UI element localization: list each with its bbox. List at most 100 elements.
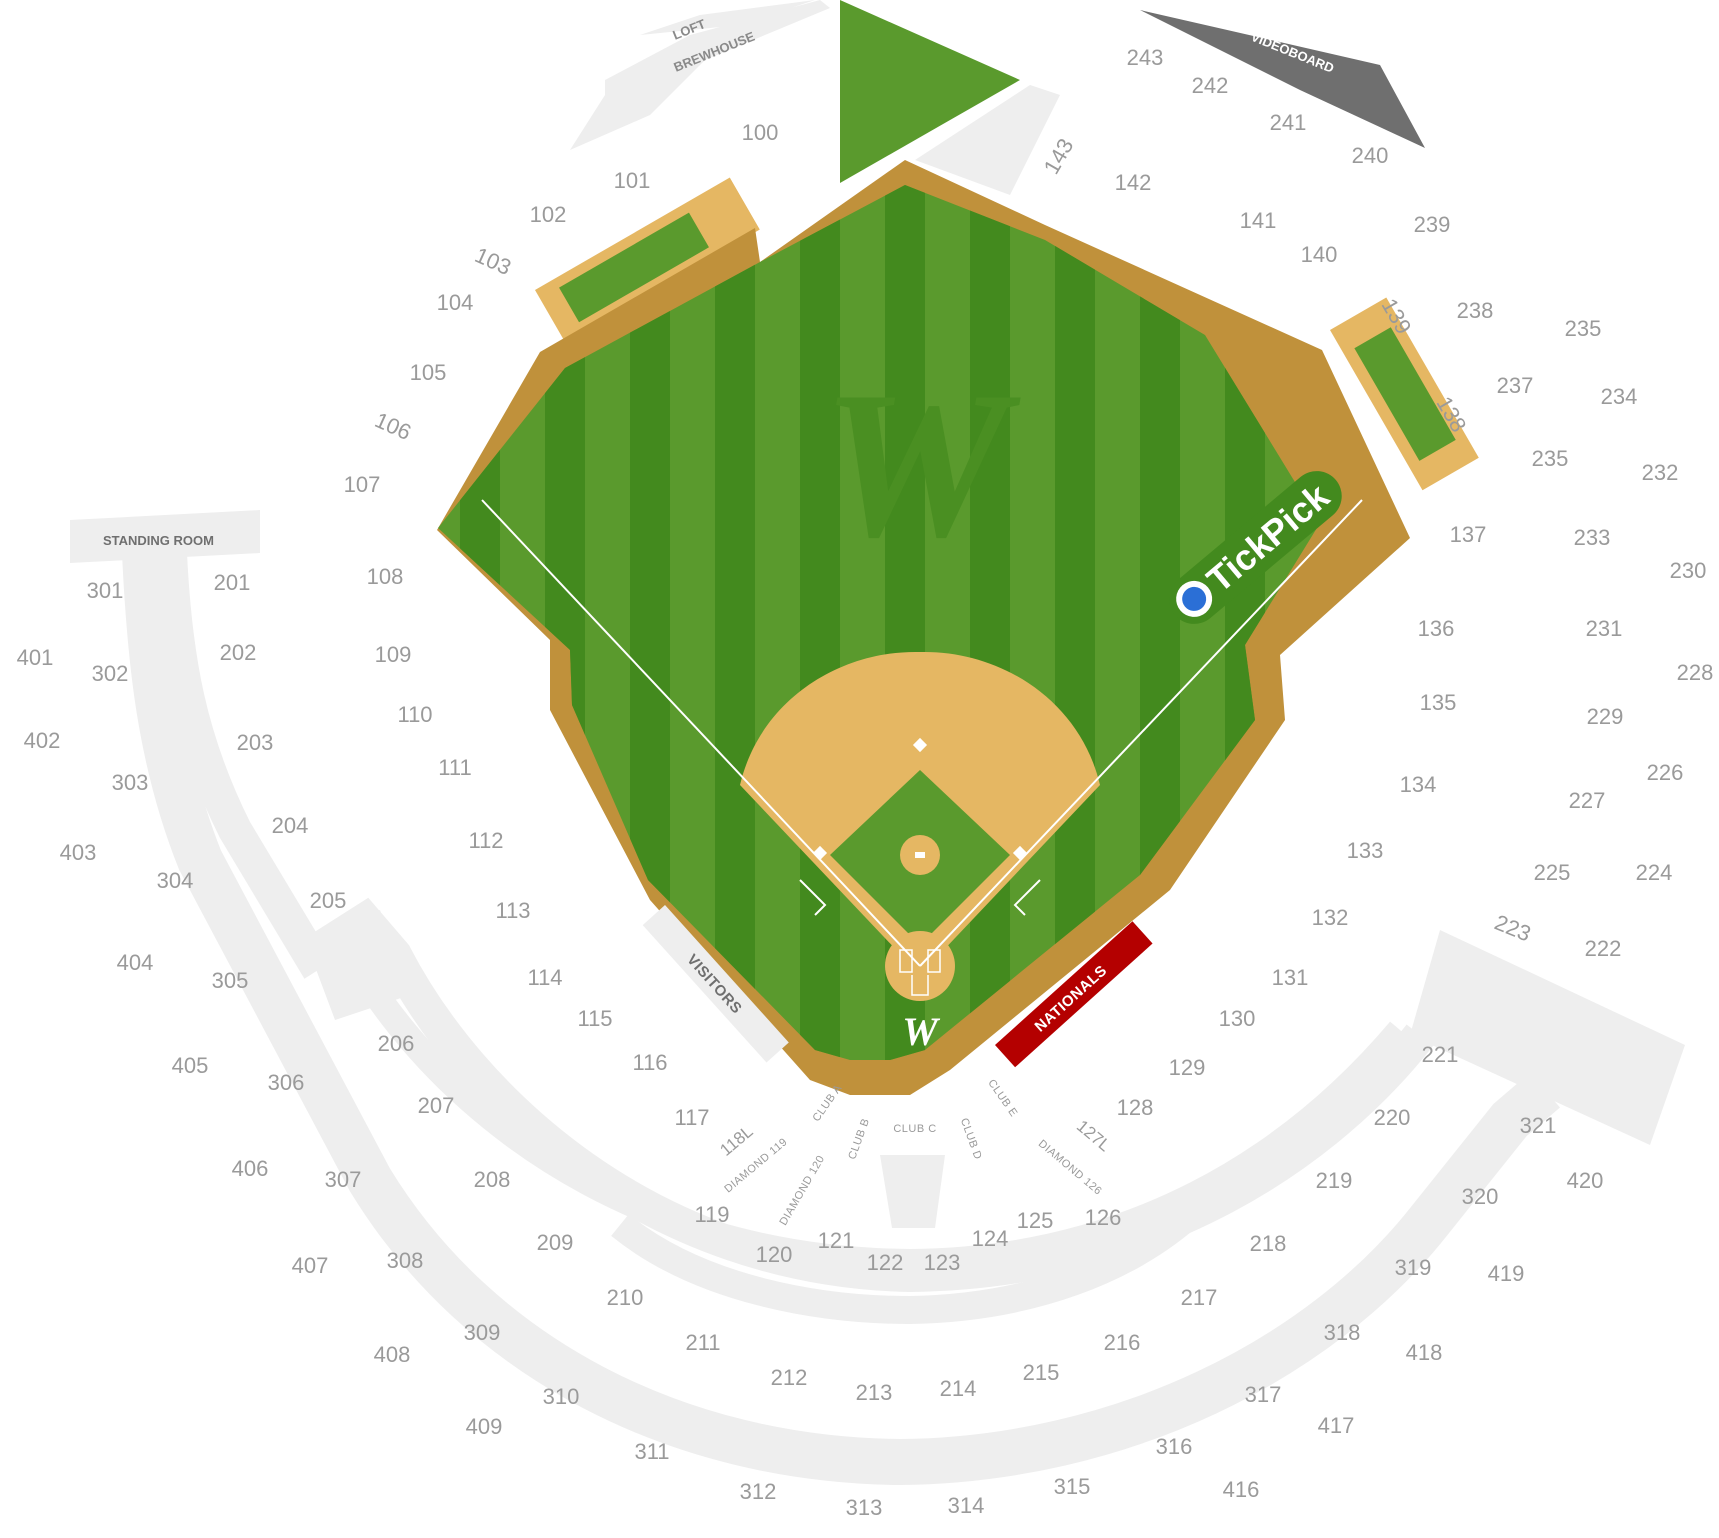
section-207[interactable]: 207 [418, 1093, 455, 1118]
section-227[interactable]: 227 [1569, 788, 1606, 813]
section-316[interactable]: 316 [1156, 1434, 1193, 1459]
section-223[interactable]: 223 [1491, 910, 1534, 947]
section-103[interactable]: 103 [471, 242, 515, 280]
section-209[interactable]: 209 [537, 1230, 574, 1255]
section-314[interactable]: 314 [948, 1493, 985, 1518]
section-122[interactable]: 122 [867, 1250, 904, 1275]
section-213[interactable]: 213 [856, 1380, 893, 1405]
section-320[interactable]: 320 [1462, 1184, 1499, 1209]
section-124[interactable]: 124 [972, 1226, 1009, 1251]
section-202[interactable]: 202 [220, 640, 257, 665]
section-243[interactable]: 243 [1127, 45, 1164, 70]
section-222[interactable]: 222 [1585, 936, 1622, 961]
section-228[interactable]: 228 [1677, 660, 1714, 685]
section-242[interactable]: 242 [1192, 73, 1229, 98]
section-126[interactable]: 126 [1085, 1205, 1122, 1230]
section-317[interactable]: 317 [1245, 1382, 1282, 1407]
section-405[interactable]: 405 [172, 1053, 209, 1078]
section-419[interactable]: 419 [1488, 1261, 1525, 1286]
section-114[interactable]: 114 [527, 965, 562, 990]
section-128[interactable]: 128 [1117, 1095, 1154, 1120]
section-230[interactable]: 230 [1670, 558, 1707, 583]
section-229[interactable]: 229 [1587, 704, 1624, 729]
section-235[interactable]: 235 [1532, 446, 1569, 471]
section-301[interactable]: 301 [87, 578, 124, 603]
section-100[interactable]: 100 [742, 120, 779, 145]
section-306[interactable]: 306 [268, 1070, 305, 1095]
section-130[interactable]: 130 [1219, 1006, 1256, 1031]
section-233[interactable]: 233 [1574, 525, 1611, 550]
section-304[interactable]: 304 [157, 868, 194, 893]
section-416[interactable]: 416 [1223, 1477, 1260, 1502]
section-307[interactable]: 307 [325, 1167, 362, 1192]
section-225[interactable]: 225 [1534, 860, 1571, 885]
section-119[interactable]: 119 [694, 1202, 729, 1227]
section-402[interactable]: 402 [24, 728, 61, 753]
section-407[interactable]: 407 [292, 1253, 329, 1278]
section-111[interactable]: 111 [438, 755, 471, 780]
section-308[interactable]: 308 [387, 1248, 424, 1273]
section-409[interactable]: 409 [466, 1414, 503, 1439]
section-105[interactable]: 105 [410, 360, 447, 385]
section-319[interactable]: 319 [1395, 1255, 1432, 1280]
section-208[interactable]: 208 [474, 1167, 511, 1192]
section-417[interactable]: 417 [1318, 1413, 1355, 1438]
section-101[interactable]: 101 [614, 168, 651, 193]
section-404[interactable]: 404 [117, 950, 154, 975]
section-418[interactable]: 418 [1406, 1340, 1443, 1365]
section-235[interactable]: 235 [1565, 316, 1602, 341]
section-143[interactable]: 143 [1038, 134, 1078, 178]
section-108[interactable]: 108 [367, 564, 404, 589]
section-318[interactable]: 318 [1324, 1320, 1361, 1345]
section-217[interactable]: 217 [1181, 1285, 1218, 1310]
section-406[interactable]: 406 [232, 1156, 269, 1181]
section-302[interactable]: 302 [92, 661, 129, 686]
section-102[interactable]: 102 [530, 202, 567, 227]
section-109[interactable]: 109 [375, 642, 412, 667]
section-310[interactable]: 310 [543, 1384, 580, 1409]
section-127L[interactable]: 127L [1073, 1116, 1114, 1155]
section-104[interactable]: 104 [437, 290, 474, 315]
section-232[interactable]: 232 [1642, 460, 1679, 485]
section-313[interactable]: 313 [846, 1495, 883, 1520]
section-305[interactable]: 305 [212, 968, 249, 993]
section-135[interactable]: 135 [1420, 690, 1457, 715]
section-136[interactable]: 136 [1418, 616, 1455, 641]
section-237[interactable]: 237 [1497, 373, 1534, 398]
section-140[interactable]: 140 [1301, 242, 1338, 267]
section-121[interactable]: 121 [818, 1228, 855, 1253]
section-201[interactable]: 201 [214, 570, 251, 595]
section-408[interactable]: 408 [374, 1342, 411, 1367]
section-129[interactable]: 129 [1169, 1055, 1206, 1080]
section-219[interactable]: 219 [1316, 1168, 1353, 1193]
section-216[interactable]: 216 [1104, 1330, 1141, 1355]
section-113[interactable]: 113 [495, 898, 530, 923]
section-238[interactable]: 238 [1457, 298, 1494, 323]
section-131[interactable]: 131 [1272, 965, 1309, 990]
section-403[interactable]: 403 [60, 840, 97, 865]
section-116[interactable]: 116 [632, 1050, 667, 1075]
section-220[interactable]: 220 [1374, 1105, 1411, 1130]
section-137[interactable]: 137 [1450, 522, 1487, 547]
section-234[interactable]: 234 [1601, 384, 1638, 409]
section-210[interactable]: 210 [607, 1285, 644, 1310]
section-303[interactable]: 303 [112, 770, 149, 795]
section-110[interactable]: 110 [397, 702, 432, 727]
section-134[interactable]: 134 [1400, 772, 1437, 797]
section-231[interactable]: 231 [1586, 616, 1623, 641]
section-226[interactable]: 226 [1647, 760, 1684, 785]
section-112[interactable]: 112 [468, 828, 503, 853]
section-241[interactable]: 241 [1270, 110, 1307, 135]
section-117[interactable]: 117 [674, 1105, 709, 1130]
section-115[interactable]: 115 [577, 1006, 612, 1031]
section-239[interactable]: 239 [1414, 212, 1451, 237]
section-211[interactable]: 211 [685, 1330, 720, 1355]
section-218[interactable]: 218 [1250, 1231, 1287, 1256]
section-311[interactable]: 311 [634, 1439, 669, 1464]
section-133[interactable]: 133 [1347, 838, 1384, 863]
section-309[interactable]: 309 [464, 1320, 501, 1345]
section-214[interactable]: 214 [940, 1376, 977, 1401]
section-132[interactable]: 132 [1312, 905, 1349, 930]
section-106[interactable]: 106 [371, 407, 415, 445]
section-123[interactable]: 123 [924, 1250, 961, 1275]
